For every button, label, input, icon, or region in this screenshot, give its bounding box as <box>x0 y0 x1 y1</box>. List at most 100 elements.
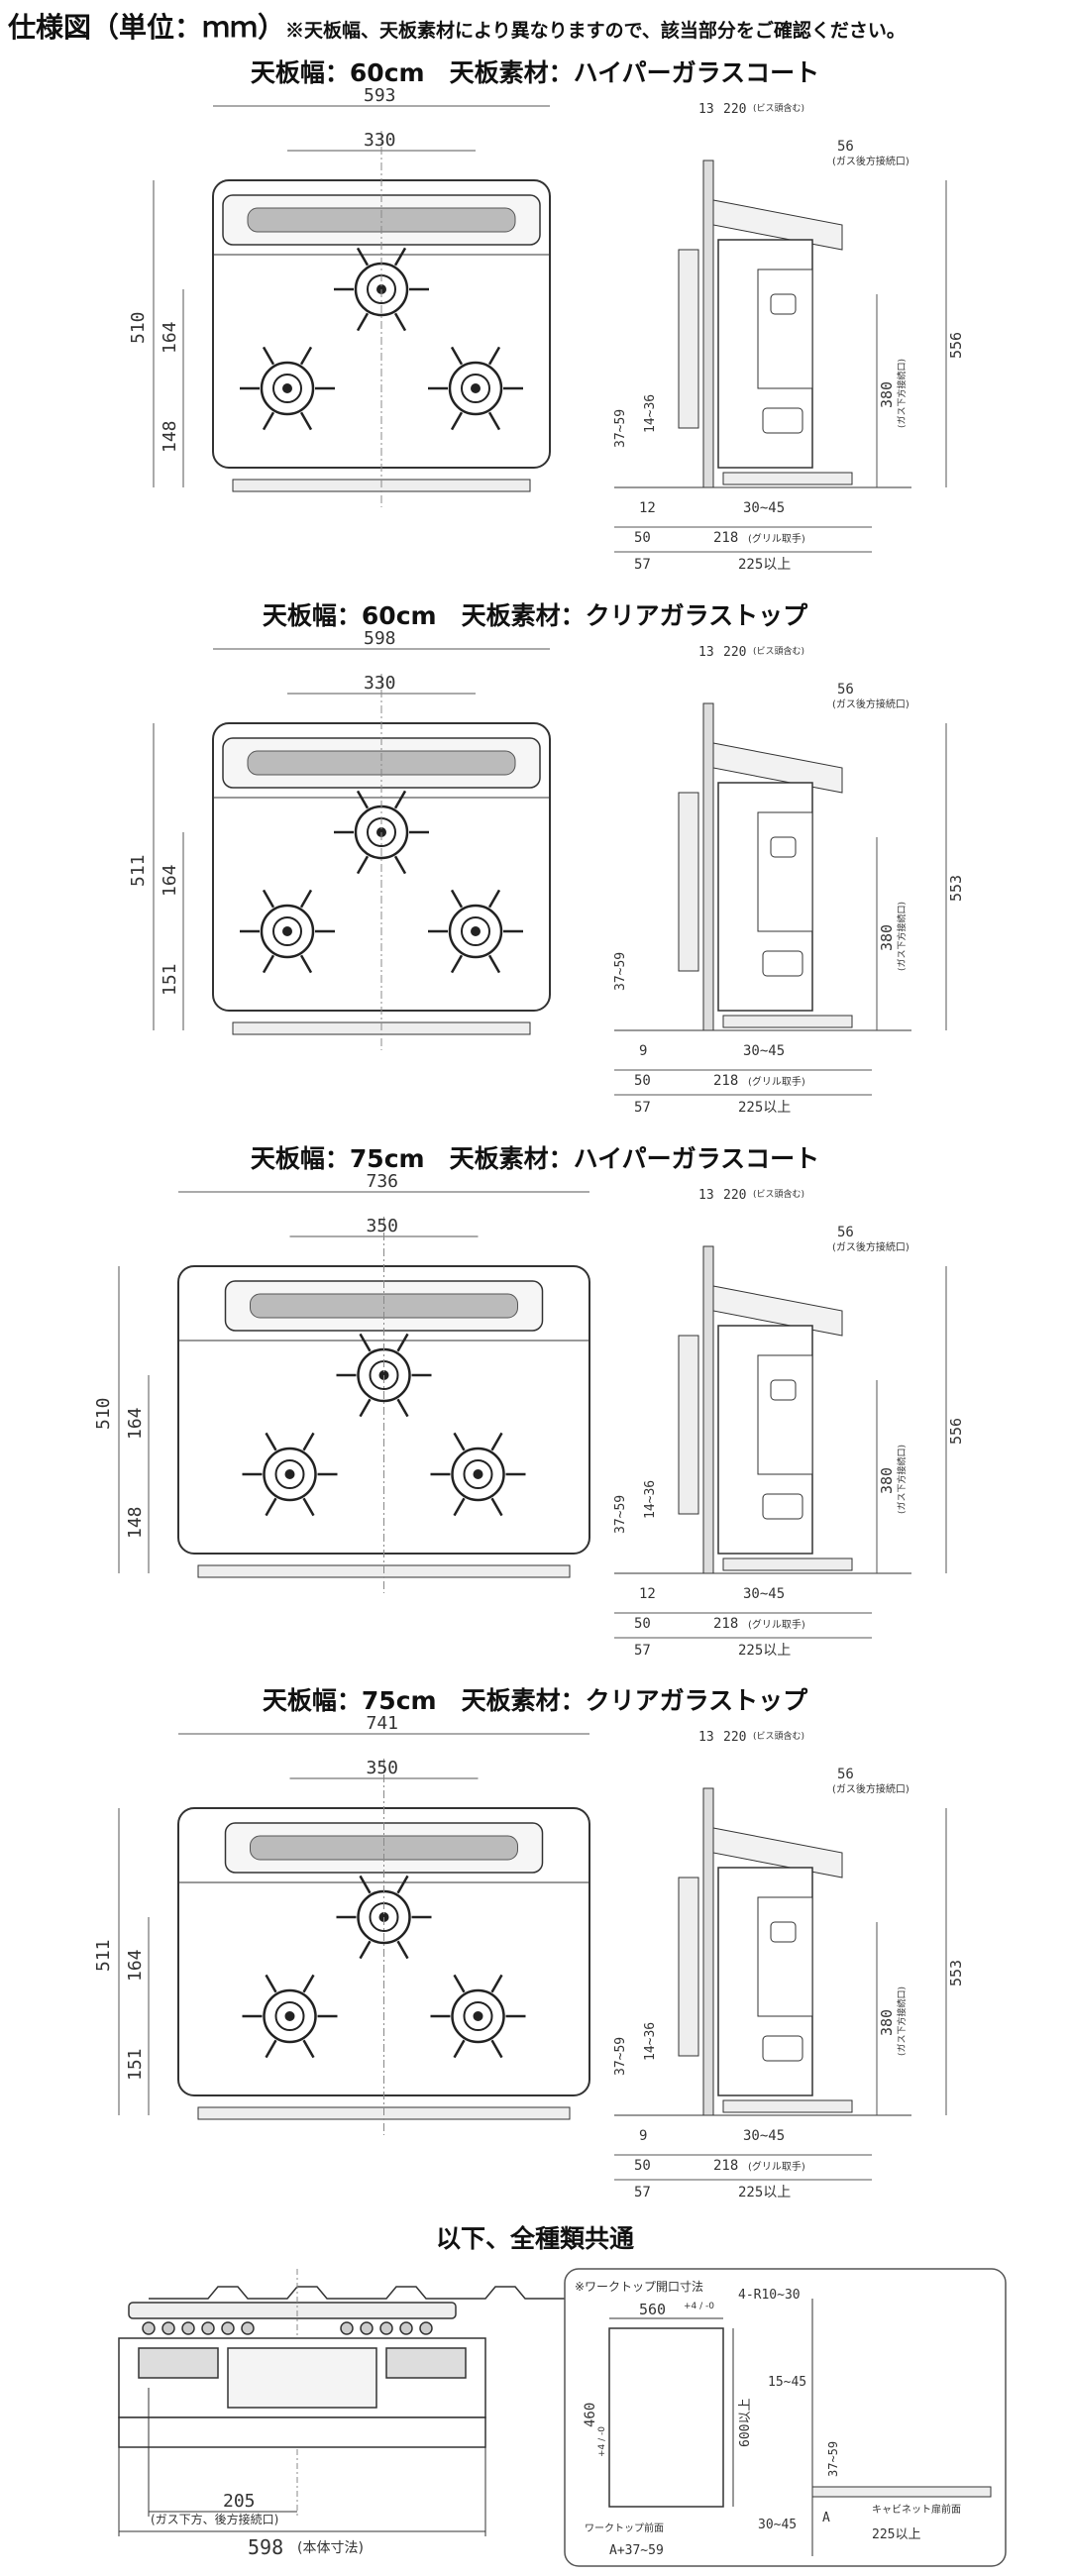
section-1-left-burner <box>260 361 315 416</box>
section-3-side-view <box>614 1245 947 1639</box>
section-2-dim-56: 56 <box>837 682 854 698</box>
section-2-dim-burner-span: 330 <box>364 673 396 694</box>
section-1-dim-56-note: (ガス後方接続口) <box>832 155 910 167</box>
front-dim-205: 205 <box>223 2491 256 2512</box>
common-title: 以下、全種類共通 <box>435 2224 634 2253</box>
section-1-dim-r1: 37~59 <box>613 409 628 448</box>
section-3-dim-width: 736 <box>367 1171 399 1192</box>
cutout-title: ※ワークトップ開口寸法 <box>575 2280 703 2294</box>
section-4-dim-b50: 50 <box>634 2158 651 2174</box>
section-2-dim-13: 13 <box>698 645 714 660</box>
cutout-front-dim: A+37~59 <box>609 2543 664 2558</box>
section-3-dim-56: 56 <box>837 1225 854 1240</box>
section-2-dim-gas-down: 380 <box>878 924 896 951</box>
section-4-dim-rear: 164 <box>125 1949 146 1982</box>
section-3-dim-13: 13 <box>698 1188 714 1203</box>
section-3-dim-b57: 57 <box>634 1643 651 1659</box>
section-3-dim-b50: 50 <box>634 1616 651 1632</box>
cutout-h: 460 <box>583 2403 598 2427</box>
section-3-dim-gas-down: 380 <box>878 1467 896 1494</box>
cutout-opening <box>608 2327 724 2508</box>
section-2-dim-front: 151 <box>160 963 180 996</box>
section-3-right-burner <box>451 1447 505 1502</box>
section-3-dim-r1: 37~59 <box>613 1495 628 1534</box>
section-4-dim-13: 13 <box>698 1730 714 1745</box>
section-1-dim-13: 13 <box>698 102 714 117</box>
page-title: 仕様図（単位：ｍｍ）※天板幅、天板素材により異なりますので、該当部分をご確認くだ… <box>8 11 906 44</box>
section-3-dim-rear: 164 <box>125 1407 146 1440</box>
cutout-d600: 600以上 <box>738 2399 753 2447</box>
section-4-dim-gas-down-note: (ガス下方接続口) <box>896 1986 908 2056</box>
section-1-dim-range: 30~45 <box>743 500 785 516</box>
section-1-dim-220: 220 <box>723 102 746 117</box>
section-4-dim-depth: 511 <box>93 1939 114 1972</box>
section-4-dim-gas-down: 380 <box>878 2009 896 2036</box>
section-4-dim-front-gap: 9 <box>639 2128 647 2144</box>
section-title-3: 天板幅：75cm 天板素材：ハイパーガラスコート <box>250 1144 820 1173</box>
section-title-4: 天板幅：75cm 天板素材：クリアガラストップ <box>262 1686 808 1715</box>
cutout-corner: 4-R10~30 <box>738 2288 801 2303</box>
cutout-d15: 15~45 <box>768 2375 806 2390</box>
section-4-dim-220-note: (ビス頭含む) <box>753 1730 804 1742</box>
section-4-dim-front: 151 <box>125 2048 146 2081</box>
section-3-left-burner <box>263 1447 317 1502</box>
section-title-1: 天板幅：60cm 天板素材：ハイパーガラスコート <box>250 58 820 87</box>
section-4-right-burner <box>451 1988 505 2044</box>
section-1-dim-gas-down-note: (ガス下方接続口) <box>896 359 908 428</box>
section-2-dim-56-note: (ガス後方接続口) <box>832 698 910 710</box>
section-1-side-view <box>614 160 947 553</box>
section-2-dim-b50: 50 <box>634 1073 651 1089</box>
section-1-dim-gas-down: 380 <box>878 381 896 408</box>
section-2-dim-range: 30~45 <box>743 1043 785 1059</box>
section-2-dim-height: 553 <box>947 875 965 902</box>
section-4-dim-width: 741 <box>367 1713 399 1734</box>
section-1-dim-front: 148 <box>160 420 180 453</box>
section-2-dim-front-gap: 9 <box>639 1043 647 1059</box>
cutout-w-tol: +4 / -0 <box>684 2302 714 2311</box>
section-2-side-view <box>614 702 947 1096</box>
section-1-dim-width: 593 <box>364 85 396 106</box>
cutout-d225: 225以上 <box>872 2527 920 2542</box>
section-4-dim-range: 30~45 <box>743 2128 785 2144</box>
cutout-d37: 37~59 <box>826 2441 840 2477</box>
section-2-dim-rear: 164 <box>160 864 180 897</box>
section-4-dim-b57: 57 <box>634 2185 651 2200</box>
section-3-dim-front: 148 <box>125 1506 146 1539</box>
section-3-dim-range: 30~45 <box>743 1586 785 1602</box>
section-4-dim-b225: 225以上 <box>738 2185 791 2200</box>
front-view-drawing <box>118 2269 565 2536</box>
section-1-dim-front-gap: 12 <box>639 500 656 516</box>
section-2-dim-gas-down-note: (ガス下方接続口) <box>896 902 908 971</box>
section-1-dim-b218: 218 <box>713 530 738 546</box>
section-1-dim-burner-span: 330 <box>364 130 396 151</box>
section-2-dim-depth: 511 <box>128 854 149 887</box>
section-2-right-burner <box>448 904 503 959</box>
section-3-dim-burner-span: 350 <box>367 1216 399 1236</box>
section-3-dim-56-note: (ガス後方接続口) <box>832 1240 910 1253</box>
section-4-dim-burner-span: 350 <box>367 1758 399 1778</box>
section-3-dim-depth: 510 <box>93 1397 114 1430</box>
section-2-dim-width: 598 <box>364 628 396 649</box>
section-4-side-view <box>614 1787 947 2181</box>
section-3-dim-r2: 14~36 <box>643 1480 658 1519</box>
cutout-w: 560 <box>639 2301 666 2318</box>
section-4-dim-height: 553 <box>947 1960 965 1986</box>
page-note: ※天板幅、天板素材により異なりますので、該当部分をご確認ください。 <box>285 20 906 42</box>
section-2-dim-220-note: (ビス頭含む) <box>753 645 804 657</box>
section-4-dim-r1: 37~59 <box>613 2037 628 2076</box>
section-title-2: 天板幅：60cm 天板素材：クリアガラストップ <box>262 601 808 630</box>
section-4-dim-r2: 14~36 <box>643 2022 658 2061</box>
section-1-dim-b57: 57 <box>634 557 651 573</box>
section-4-dim-b218: 218 <box>713 2158 738 2174</box>
section-1-right-burner <box>448 361 503 416</box>
cutout-box <box>564 2268 1007 2567</box>
cutout-a-label: A <box>822 2511 830 2525</box>
section-3-dim-height: 556 <box>947 1418 965 1445</box>
cutout-cabinet-label: キャビネット扉前面 <box>872 2503 961 2516</box>
section-1-dim-b218-note: (グリル取手) <box>748 532 805 545</box>
